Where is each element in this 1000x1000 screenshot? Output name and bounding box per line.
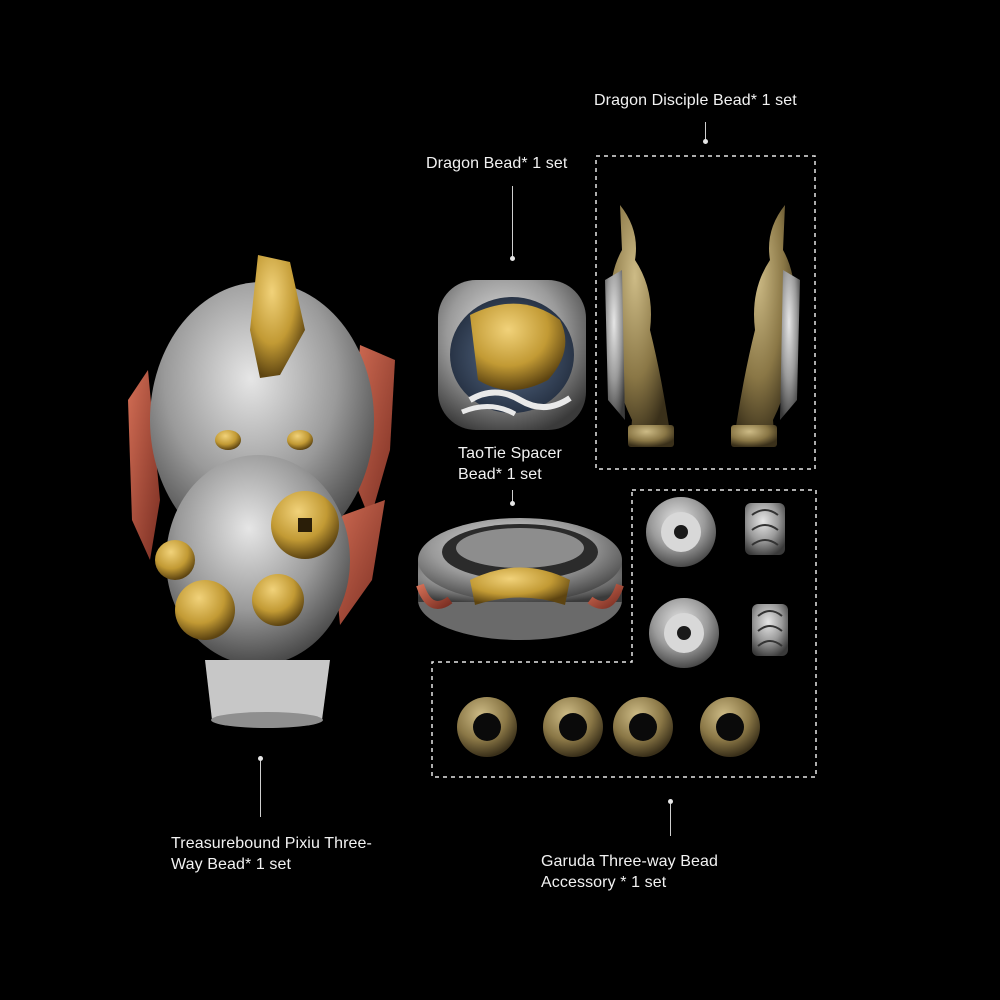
taotie-label: TaoTie Spacer Bead* 1 set (458, 443, 562, 485)
garuda-label-line-1: Garuda Three-way Bead (541, 853, 719, 870)
taotie-label-line-1: TaoTie Spacer (458, 445, 562, 462)
dragon-disciple-label: Dragon Disciple Bead* 1 set (594, 90, 797, 111)
dragon-disciple-label-text: Dragon Disciple Bead* 1 set (594, 92, 797, 109)
dragon-disciple-frame (595, 155, 816, 470)
pixiu-label-line-1: Treasurebound Pixiu Three- (171, 835, 372, 852)
garuda-label: Garuda Three-way Bead Accessory * 1 set (541, 851, 718, 893)
garuda-accessories-image (457, 497, 788, 757)
dragon-bead-image (438, 280, 586, 430)
garuda-label-line-2: Accessory * 1 set (541, 874, 667, 891)
dragon-disciple-dot (703, 139, 708, 144)
dragon-disciple-beads-image (605, 205, 800, 447)
taotie-spacer-image (416, 518, 624, 640)
pixiu-label: Treasurebound Pixiu Three- Way Bead* 1 s… (171, 833, 372, 875)
pixiu-label-line-2: Way Bead* 1 set (171, 856, 292, 873)
garuda-dot (668, 799, 673, 804)
dragon-bead-dot (510, 256, 515, 261)
taotie-connector (512, 490, 513, 502)
dragon-bead-label-text: Dragon Bead* 1 set (426, 155, 568, 172)
pixiu-dot (258, 756, 263, 761)
taotie-dot (510, 501, 515, 506)
pixiu-bead-image (128, 255, 395, 728)
dragon-disciple-connector (705, 122, 706, 140)
dragon-bead-label: Dragon Bead* 1 set (426, 153, 567, 174)
garuda-connector (670, 804, 671, 836)
garuda-frame (431, 489, 817, 778)
pixiu-connector (260, 761, 261, 817)
taotie-label-line-2: Bead* 1 set (458, 466, 542, 483)
dragon-bead-connector (512, 186, 513, 258)
